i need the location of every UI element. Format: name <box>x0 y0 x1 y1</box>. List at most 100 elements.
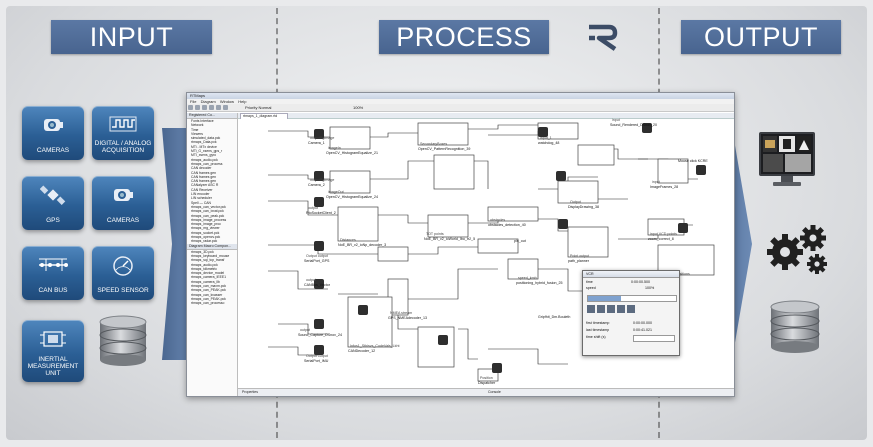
component-list-item[interactable]: rtmaps_device_model <box>191 271 225 276</box>
component-list-item[interactable]: rtmaps_camera_IEEE1 <box>191 275 227 280</box>
block-label[interactable]: OpenCV_PatternRecognition_39 <box>418 147 471 151</box>
zoom-level[interactable]: 100% <box>353 105 364 110</box>
component-list-item[interactable]: rtmaps_can_kvasser <box>191 292 223 297</box>
block-label[interactable]: watchdog_48 <box>538 141 560 145</box>
block-label[interactable]: Camera_1 <box>308 141 325 145</box>
vcr-timeline[interactable] <box>587 295 677 302</box>
component-list-item[interactable]: LIN scheduler <box>191 196 212 201</box>
block-label[interactable]: OpenCV_HistogramEqualize_21 <box>326 151 378 155</box>
component-list-item[interactable]: rtmaps_image_proc <box>191 222 221 227</box>
component-list-item[interactable]: rtmaps_audio.pck <box>191 157 218 162</box>
component-list-item[interactable]: rtmaps_tdkmetric <box>191 266 218 271</box>
time-shift-input[interactable] <box>633 335 675 342</box>
component-list-item[interactable]: rtmaps_sql_tcp_transf <box>191 258 225 263</box>
component-list-item[interactable]: Time <box>191 127 199 132</box>
component-list-item[interactable]: rtmaps_image_process <box>191 217 227 222</box>
rtmaps-window[interactable]: RTMaps File Diagram Window Help Priority… <box>186 92 735 397</box>
status-bar: Properties Console <box>238 388 734 396</box>
block-label[interactable]: NoE_BR_v2_ioWorld_Ibo_tr2_5 <box>424 237 476 241</box>
block-label[interactable]: SerialPort_IMU <box>304 359 329 363</box>
cut-icon[interactable] <box>209 105 214 110</box>
component-list-item[interactable]: CANalyzer ASC R <box>191 183 219 188</box>
block-label[interactable]: pin_out <box>514 239 526 243</box>
block-label[interactable]: RtoSocketClient_2 <box>306 211 336 215</box>
new-icon[interactable] <box>188 105 193 110</box>
database-output-icon <box>770 300 820 353</box>
component-list-item[interactable]: LIN encoder <box>191 192 210 197</box>
block-label[interactable]: zoom_correct_8 <box>648 237 674 241</box>
component-list-item[interactable]: CAN frames gen <box>191 174 217 179</box>
component-list-item[interactable]: Fonts Interface <box>191 119 214 123</box>
block-label[interactable]: OpenCV_HistogramEqualize_24 <box>326 195 378 199</box>
menu-help[interactable]: Help <box>238 99 247 104</box>
component-list-item[interactable]: rtmaps_camera_llb <box>191 279 220 284</box>
component-list-item[interactable]: rtmaps_opencv.pck <box>191 235 221 240</box>
block-label[interactable]: NoE_BR_v2_ioNp_decoder_3 <box>338 243 387 247</box>
block-label[interactable]: path_planner <box>568 259 589 263</box>
block-port-label: input <box>612 118 620 122</box>
component-list-item[interactable]: rtmaps_socket.pck <box>191 230 220 235</box>
block-label[interactable]: obstacles_detection_40 <box>488 223 526 227</box>
block-label[interactable]: positioning_hybrid_fusion_25 <box>516 281 563 285</box>
properties-tab[interactable]: Properties <box>242 390 258 394</box>
component-list-item[interactable]: simulated_data.pck <box>191 136 221 141</box>
component-list-item[interactable]: Viewers <box>191 131 203 136</box>
component-list-item[interactable]: MTi_G_xsens_gps_r <box>191 149 223 154</box>
block-label[interactable]: ImageFrames_28 <box>650 185 679 189</box>
component-list-item[interactable]: CAN Receiver <box>191 187 213 192</box>
vcr-panel[interactable]: VCR time 0:00:00.500 speed 100% first ti… <box>582 270 680 356</box>
component-list-item[interactable]: rtmaps_can_processo <box>191 301 225 306</box>
tile-label: SPEED SENSOR <box>97 287 149 294</box>
component-list-item[interactable]: Spell — CAN <box>191 200 211 205</box>
component-list-item[interactable]: rtmaps_audio.pck <box>191 262 218 267</box>
component-list-item[interactable]: rtmaps_radar.pck <box>191 239 218 244</box>
console-tab[interactable]: Console <box>488 390 501 394</box>
block-label[interactable]: Sound_Capture_DSnov_24 <box>298 333 342 337</box>
block-label[interactable]: CANBus_Vector <box>304 283 330 287</box>
play-icon[interactable] <box>597 305 605 313</box>
component-list-item[interactable]: CAN frames gen <box>191 170 217 175</box>
block-port-label: input_1 <box>540 136 552 140</box>
stop-icon[interactable] <box>617 305 625 313</box>
component-list-item[interactable]: rtmaps_can_maxm.pck <box>191 283 227 288</box>
priority-select[interactable]: Priority Normal <box>245 105 272 110</box>
component-list-item[interactable]: rtmaps_Data.pck <box>191 140 217 145</box>
component-list-item[interactable]: rtmaps_mg_viewer <box>191 226 220 231</box>
component-list-item[interactable]: rtmaps_can_ixxat.pck <box>191 209 224 214</box>
component-list-item[interactable]: rtmaps_can_PEAK.pck <box>191 288 226 293</box>
menu-diagram[interactable]: Diagram <box>200 99 216 104</box>
block-label[interactable]: Gripfhit_Dm.Bouleth <box>538 315 571 319</box>
component-list-item[interactable]: rtmaps_can_vector.pck <box>191 204 226 209</box>
block-label[interactable]: Camera_2 <box>308 183 325 187</box>
component-list-item[interactable]: MTi - MTx device <box>191 144 217 149</box>
component-list-item[interactable]: rtmaps_keyboard_mouse <box>191 253 230 258</box>
forward-icon[interactable] <box>627 305 635 313</box>
block-label[interactable]: Sound_Rendered_DSnov_20 <box>610 123 657 127</box>
component-list-item[interactable]: rtmaps_can_peak.pck <box>191 213 225 218</box>
menu-file[interactable]: File <box>190 99 197 104</box>
tile-cameras-1: CAMERAS <box>22 106 84 160</box>
save-icon[interactable] <box>202 105 207 110</box>
component-list-item[interactable]: CAN decoder <box>191 166 212 171</box>
block-label[interactable]: GPS_NMEAdecoder_13 <box>388 316 427 320</box>
block-label[interactable]: DisplayDrawing_38 <box>568 205 599 209</box>
rewind-icon[interactable] <box>587 305 595 313</box>
block-label[interactable]: SerialPort_GPS <box>304 259 330 263</box>
stop-icon[interactable] <box>223 105 228 110</box>
component-list-item[interactable]: Network <box>191 123 204 128</box>
component-list-item[interactable]: MTI_xsens_gyro <box>191 153 217 158</box>
block-label[interactable]: Dispatcher <box>478 381 496 385</box>
block-port-label: speed_kmh <box>518 276 537 280</box>
component-list-item[interactable]: CAN frames gen <box>191 179 217 184</box>
menu-window[interactable]: Window <box>219 99 235 104</box>
block-label[interactable]: CANDecoder_12 <box>348 349 376 353</box>
component-list-item[interactable]: rtmaps_can_PEAK.pck <box>191 296 226 301</box>
open-icon[interactable] <box>195 105 200 110</box>
pause-icon[interactable] <box>607 305 615 313</box>
menu-bar[interactable]: File Diagram Window Help <box>187 99 734 104</box>
vcr-speed-label: speed <box>586 286 596 290</box>
play-icon[interactable] <box>216 105 221 110</box>
block-label[interactable]: Mouse click KCRE <box>678 159 708 163</box>
component-list-item[interactable]: rtmaps_can_process <box>191 161 223 166</box>
component-list-item[interactable]: rtmaps_3D.pck <box>191 249 214 254</box>
